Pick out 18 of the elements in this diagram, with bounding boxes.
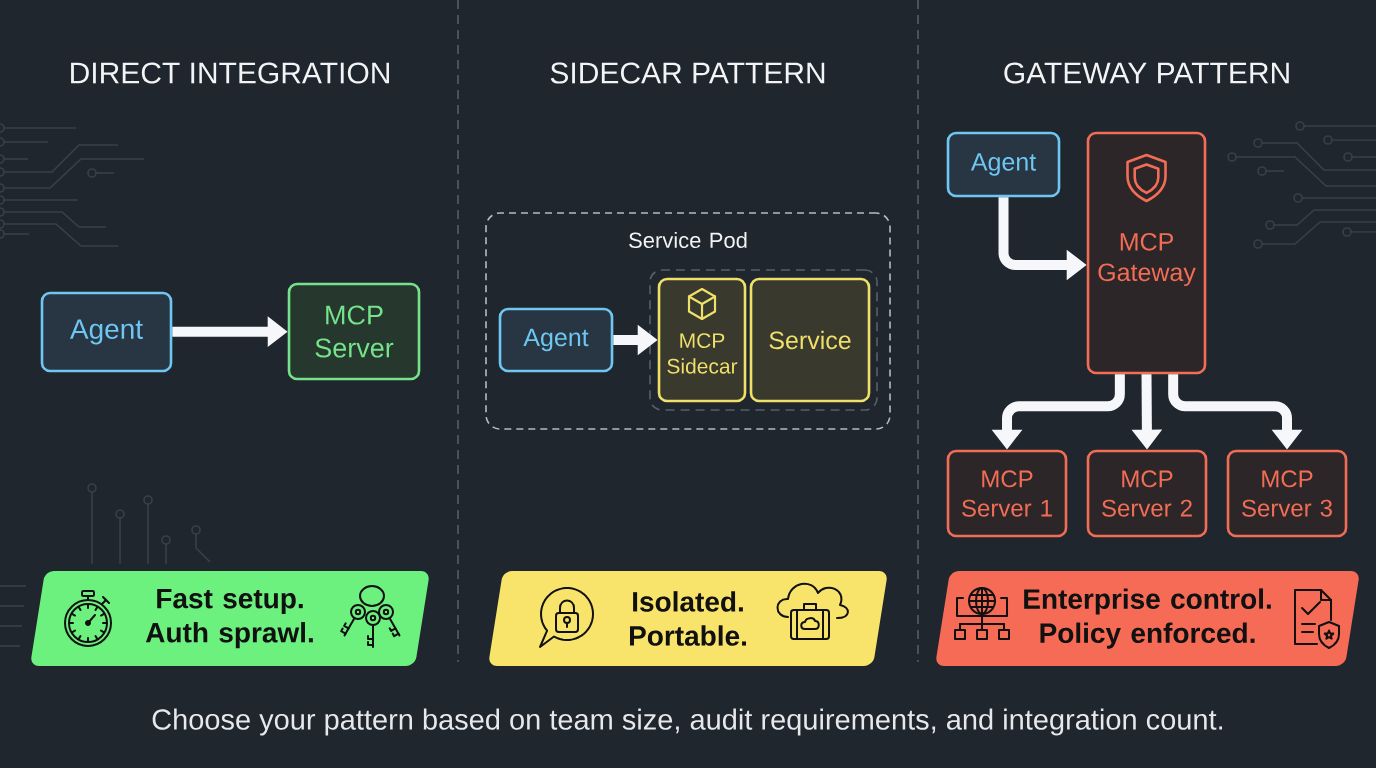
section-heading: DIRECT INTEGRATION xyxy=(71,62,389,84)
process-box: Service xyxy=(749,277,871,403)
banner: Isolated. Portable. xyxy=(489,571,887,666)
process-box: MCP Server xyxy=(287,282,421,381)
banner: Enterprise control. Policy enforced. xyxy=(936,571,1359,666)
process-box: MCP Server 1 xyxy=(946,449,1068,538)
caption: Choose your pattern based on team size, audit requirements, and integration count. xyxy=(152,708,1222,736)
process-box: Agent xyxy=(40,291,173,373)
dashed-container xyxy=(649,269,878,411)
process-box: MCP Gateway xyxy=(1086,131,1207,375)
section-heading: GATEWAY PATTERN xyxy=(1004,62,1289,84)
process-box: MCP Server 3 xyxy=(1226,449,1348,538)
process-box: MCP Server 2 xyxy=(1086,449,1208,538)
process-box: Agent xyxy=(498,307,614,373)
process-box: MCP Sidecar xyxy=(657,277,747,403)
banner: Fast setup. Auth sprawl. xyxy=(31,571,429,666)
section-heading: SIDECAR PATTERN xyxy=(550,62,825,84)
process-box: Agent xyxy=(946,131,1061,198)
